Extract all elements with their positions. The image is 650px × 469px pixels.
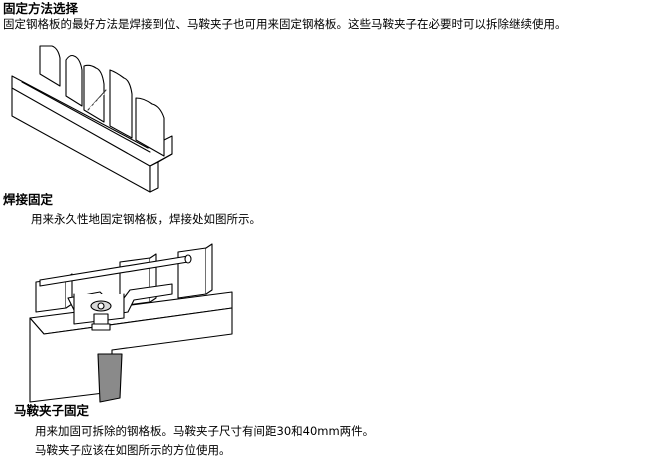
saddle-clip-illustration [29, 243, 233, 403]
section-body-welding: 用来永久性地固定钢格板，焊接处如图所示。 [31, 212, 261, 226]
section-body-saddle-clip-line1: 用来加固可拆除的钢格板。马鞍夹子尺寸有间距30和40mm两件。 [35, 424, 375, 438]
section-title-welding: 焊接固定 [3, 192, 54, 207]
section-title-saddle-clip: 马鞍夹子固定 [14, 403, 90, 418]
section-body-fixing-method: 固定钢格板的最好方法是焊接到位、马鞍夹子也可用来固定钢格板。这些马鞍夹子在必要时… [3, 17, 567, 31]
section-title-fixing-method: 固定方法选择 [3, 1, 79, 16]
section-body-saddle-clip-line2: 马鞍夹子应该在如图所示的方位使用。 [35, 443, 231, 457]
welded-grating-illustration [11, 45, 173, 193]
